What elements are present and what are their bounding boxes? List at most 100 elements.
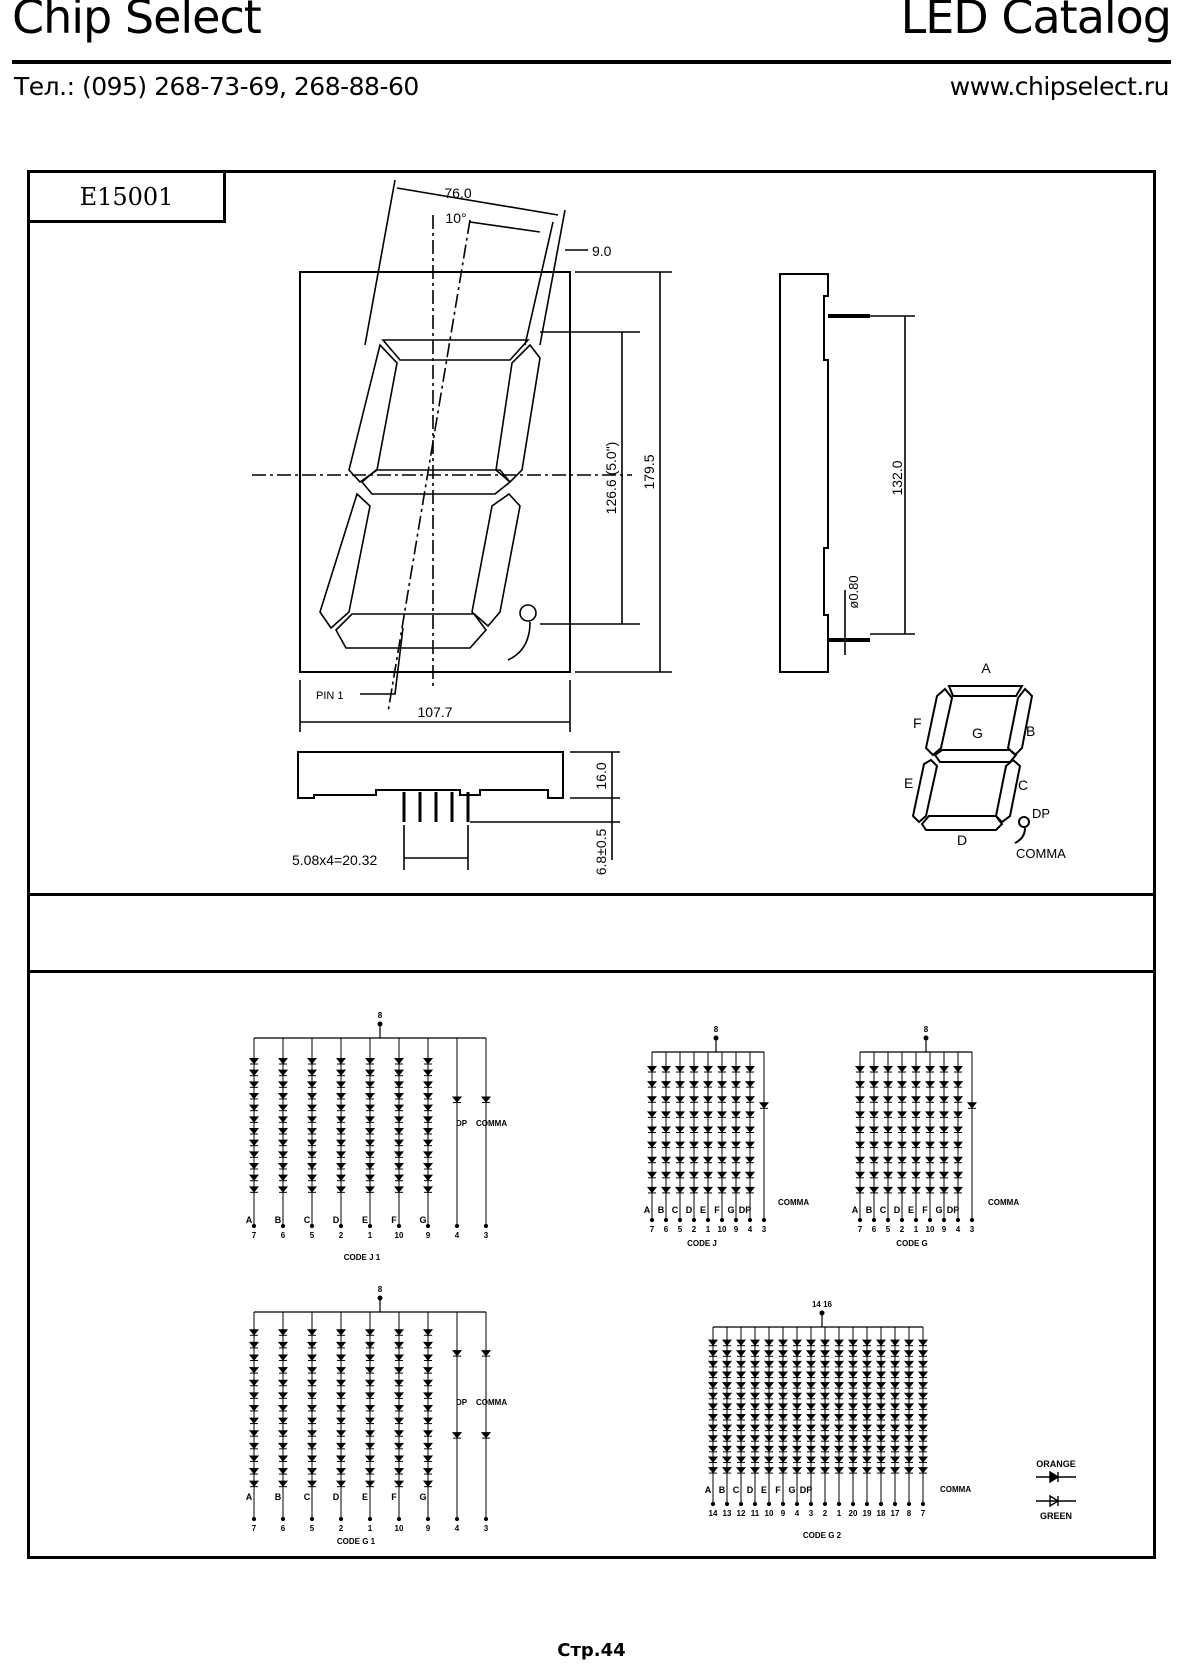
circuit-pin-label: 2 [692, 1225, 697, 1234]
circuit-pin-label: 5 [310, 1524, 315, 1533]
circuit-segment-label: A [705, 1485, 712, 1495]
circuit-pin-label: 9 [426, 1231, 431, 1240]
circuit-pin-label: 6 [664, 1225, 669, 1234]
circuit-dp-label: DP [456, 1119, 468, 1128]
legend-orange: ORANGE [1036, 1459, 1076, 1469]
circuit-pin-label: 4 [795, 1509, 800, 1518]
catalog-section-title: LED Catalog [900, 0, 1172, 44]
circuit-comma-label: COMMA [778, 1198, 809, 1207]
header-divider [12, 60, 1171, 64]
dimension-pin-pitch: 5.08x4=20.32 [292, 852, 377, 868]
circuit-segment-label: DP [739, 1205, 752, 1215]
circuit-pin-label: 7 [921, 1509, 926, 1518]
dimension-body-width: 107.7 [417, 704, 452, 720]
circuit-segment-label: B [866, 1205, 873, 1215]
bottom-view [297, 751, 620, 870]
segment-label-g: G [972, 725, 983, 741]
circuit-segment-label: E [362, 1492, 368, 1502]
circuit-segment-label: F [391, 1215, 397, 1225]
circuit-common-pin: 14 16 [812, 1300, 833, 1309]
circuit-segment-label: E [761, 1485, 767, 1495]
website-link[interactable]: www.chipselect.ru [949, 72, 1170, 101]
circuit-segment-label: C [672, 1205, 679, 1215]
legend-green: GREEN [1040, 1511, 1072, 1521]
circuit-pin-label: 9 [781, 1509, 786, 1518]
circuit-segment-label: B [658, 1205, 665, 1215]
circuit-segment-label: G [727, 1205, 734, 1215]
segment-label-a: A [981, 660, 991, 676]
circuit-common-pin: 8 [378, 1011, 383, 1020]
dimension-digit-height: 126.6 (5.0") [603, 442, 619, 515]
circuit-pin-label: 19 [863, 1509, 872, 1518]
circuit-comma-label: COMMA [988, 1198, 1019, 1207]
circuit-common-pin: 8 [378, 1285, 383, 1294]
dimension-body-height: 179.5 [641, 454, 657, 489]
dimension-slant-angle: 10° [445, 210, 466, 226]
circuit-segment-label: G [419, 1215, 426, 1225]
circuit-pin-label: 13 [723, 1509, 732, 1518]
segment-diagram [911, 685, 1034, 844]
circuit-segment-label: F [775, 1485, 781, 1495]
circuit-pin-label: 18 [877, 1509, 886, 1518]
circuit-pin-label: 4 [455, 1524, 460, 1533]
circuit-pin-label: 10 [765, 1509, 774, 1518]
circuit-segment-label: A [852, 1205, 859, 1215]
circuit-pin-label: 4 [748, 1225, 753, 1234]
circuit-comma-label: COMMA [940, 1485, 971, 1494]
circuit-pin-label: 7 [650, 1225, 655, 1234]
circuit-pin-label: 10 [926, 1225, 935, 1234]
circuit-segment-label: F [714, 1205, 720, 1215]
circuit-segment-label: G [935, 1205, 942, 1215]
circuit-dp-label: DP [456, 1398, 468, 1407]
circuit-pin-label: 1 [368, 1231, 373, 1240]
segment-label-e: E [904, 775, 913, 791]
circuit-segment-label: E [908, 1205, 914, 1215]
circuit-legend [1036, 1470, 1076, 1508]
dimension-side-height: 132.0 [889, 460, 905, 495]
circuit-pin-label: 2 [900, 1225, 905, 1234]
circuit-pin-label: 10 [395, 1524, 404, 1533]
circuit-pin-label: 17 [891, 1509, 900, 1518]
section-divider-bottom [27, 970, 1156, 973]
circuit-pin-label: 3 [970, 1225, 975, 1234]
circuit-code-g1 [248, 1295, 492, 1522]
circuit-pin-label: 3 [762, 1225, 767, 1234]
circuit-pin-label: 4 [455, 1231, 460, 1240]
circuit-pin-label: 1 [837, 1509, 842, 1518]
circuit-pin-label: 12 [737, 1509, 746, 1518]
circuit-pin-label: 7 [858, 1225, 863, 1234]
circuit-segment-label: F [391, 1492, 397, 1502]
circuit-pin-label: 2 [823, 1509, 828, 1518]
circuit-pin-label: 4 [956, 1225, 961, 1234]
circuit-pin-label: 1 [914, 1225, 919, 1234]
circuit-segment-label: E [700, 1205, 706, 1215]
circuit-title: CODE G 2 [803, 1531, 842, 1540]
circuit-pin-label: 1 [368, 1524, 373, 1533]
circuit-pin-label: 9 [426, 1524, 431, 1533]
circuit-title: CODE G 1 [337, 1537, 376, 1546]
circuit-segment-label: A [246, 1492, 253, 1502]
circuit-pin-label: 5 [678, 1225, 683, 1234]
circuit-title: CODE J 1 [344, 1253, 381, 1262]
circuit-pin-label: 7 [252, 1231, 257, 1240]
circuit-pin-label: 6 [281, 1524, 286, 1533]
circuit-pin-label: 9 [942, 1225, 947, 1234]
dimension-depth: 16.0 [593, 762, 609, 789]
circuit-pin-label: 6 [872, 1225, 877, 1234]
circuit-segment-label: D [747, 1485, 754, 1495]
circuit-pin-label: 11 [751, 1509, 760, 1518]
circuit-code-j [646, 1035, 770, 1223]
part-code-label: E15001 [30, 173, 226, 223]
phone-number: Тел.: (095) 268-73-69, 268-88-60 [14, 72, 419, 101]
circuit-pin-label: 2 [339, 1231, 344, 1240]
circuit-segment-label: C [733, 1485, 740, 1495]
section-divider-top [27, 893, 1156, 896]
side-view [779, 273, 915, 673]
circuit-segment-label: D [686, 1205, 693, 1215]
circuit-pin-label: 20 [849, 1509, 858, 1518]
circuit-pin-label: 3 [484, 1231, 489, 1240]
segment-label-comma: COMMA [1016, 846, 1066, 861]
circuit-code-j1 [248, 1021, 492, 1229]
circuit-segment-label: D [333, 1215, 340, 1225]
datasheet-frame [27, 170, 1156, 1559]
